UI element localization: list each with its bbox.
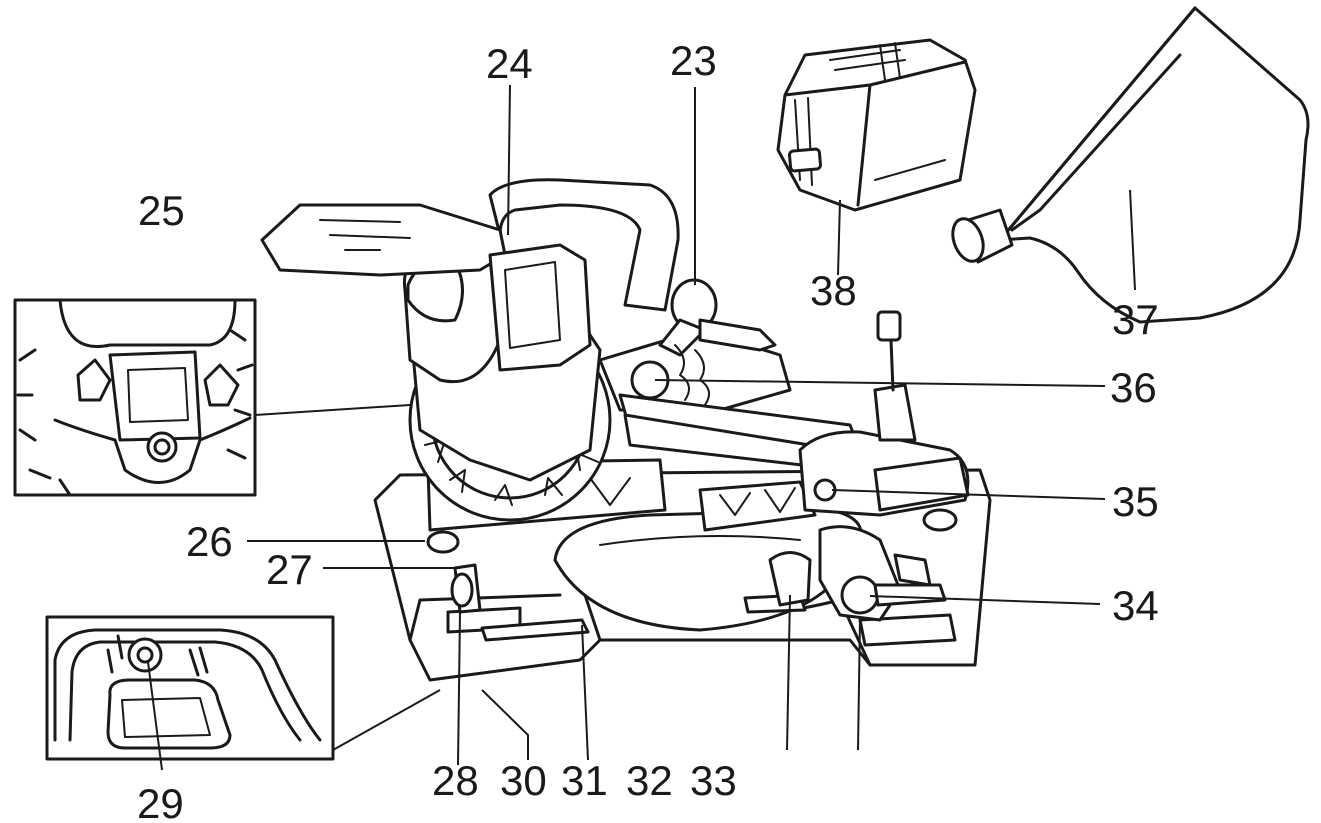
label-38: 38: [810, 267, 857, 314]
inset-base-detail: [45, 615, 441, 761]
label-27: 27: [266, 546, 313, 593]
battery-pack: [776, 38, 977, 212]
label-35: 35: [1112, 478, 1159, 525]
dust-bag: [951, 6, 1310, 324]
label-23: 23: [670, 37, 717, 84]
label-24: 24: [486, 40, 533, 87]
label-26: 26: [186, 518, 233, 565]
label-30: 30: [500, 757, 547, 804]
label-34: 34: [1112, 582, 1159, 629]
label-37: 37: [1112, 296, 1159, 343]
leader-lines: [147, 84, 1136, 771]
label-25: 25: [138, 187, 185, 234]
label-32: 32: [626, 757, 673, 804]
miter-saw-body: [260, 178, 992, 682]
label-36: 36: [1110, 364, 1157, 411]
label-31: 31: [561, 757, 608, 804]
inset-bolt-detail: [13, 298, 411, 497]
label-28: 28: [432, 757, 479, 804]
label-29: 29: [137, 780, 184, 823]
part-labels: 23 24 25 26 27 28 29 30 31 32 33 34 35 3…: [137, 37, 1159, 823]
label-33: 33: [690, 757, 737, 804]
